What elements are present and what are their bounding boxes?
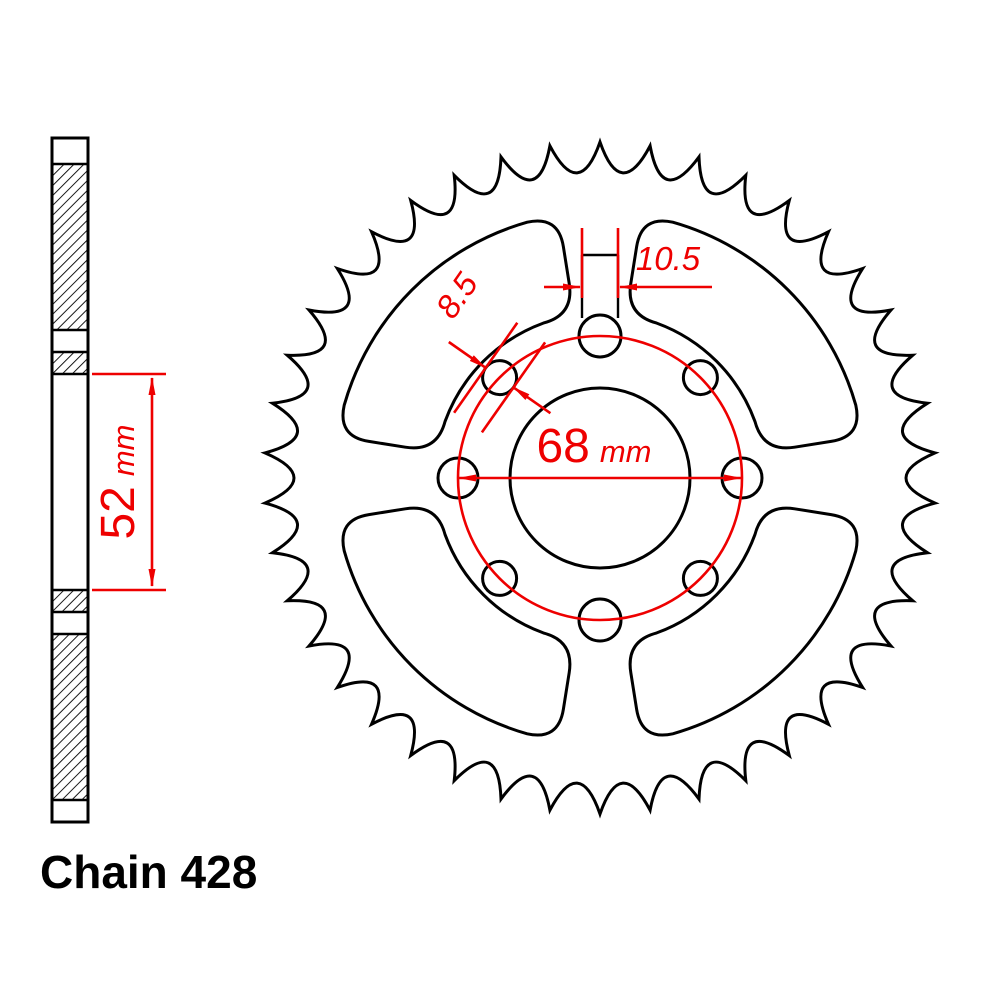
kidney-cutout-nw xyxy=(341,219,572,450)
dimension-shaft-length: 52mm xyxy=(92,372,166,592)
kidney-cutout-sw xyxy=(341,506,572,737)
shaft-hatch-top xyxy=(53,164,87,330)
shaft-section-dividers xyxy=(52,162,88,802)
chain-size-label: Chain 428 xyxy=(40,846,257,898)
shaft-hatch-upper-band xyxy=(53,352,87,374)
kidney-cutout-ne xyxy=(628,219,859,450)
kidney-cutout-se xyxy=(628,506,859,737)
shaft-length-text: 52mm xyxy=(92,424,145,539)
dimension-slot-width: 10.5 xyxy=(544,228,712,298)
shaft-hatch-bottom xyxy=(53,634,87,800)
lightening-cutouts xyxy=(341,219,859,737)
slot-width-text: 10.5 xyxy=(636,240,701,277)
shaft-hatch-lower-band xyxy=(53,590,87,612)
side-view-shaft xyxy=(50,136,90,824)
arrow-line-upper xyxy=(448,340,487,369)
arrow-line-lower xyxy=(512,386,552,415)
